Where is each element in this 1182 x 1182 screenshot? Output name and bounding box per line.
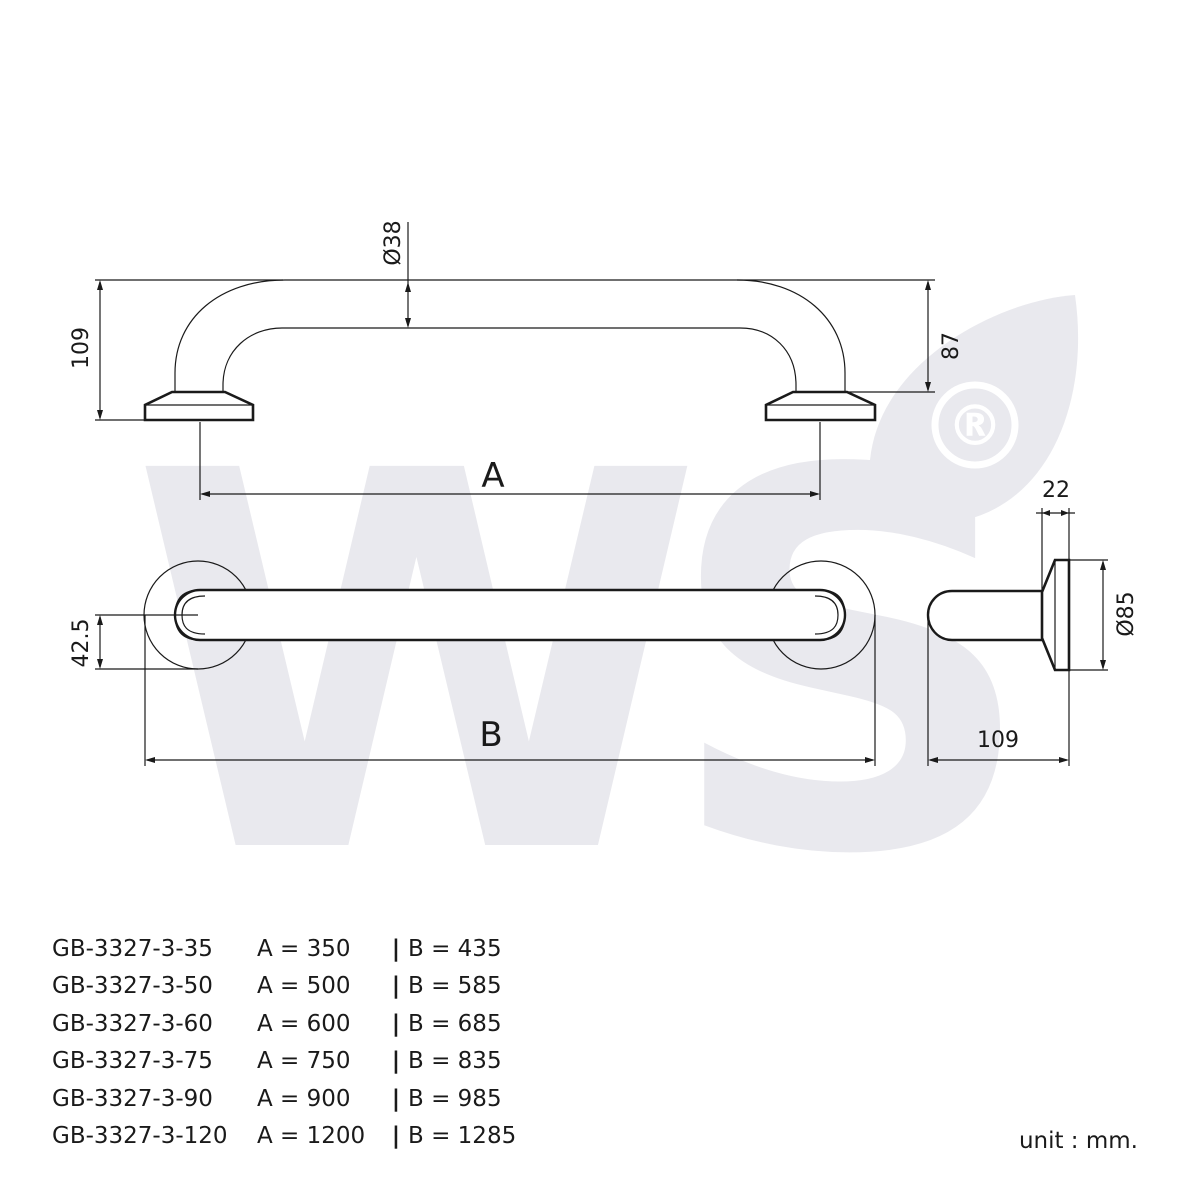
table-row: GB-3327-3-50 A = 500 | B = 585 (52, 968, 516, 1006)
dim-label-a: A (481, 456, 504, 496)
model-code: GB-3327-3-60 (52, 1010, 213, 1037)
dim-a-value: A = 750 (257, 1048, 351, 1075)
dim-85-arrow-top (1100, 560, 1106, 570)
dim-a-value: A = 350 (257, 935, 351, 962)
dim-38-arrow-bot (405, 318, 411, 328)
dim-b-arrow-left (145, 757, 155, 763)
separator: | (391, 1010, 401, 1037)
registered-mark: ® (947, 394, 1003, 459)
model-code: GB-3327-3-120 (52, 1123, 228, 1150)
separator: | (391, 935, 401, 962)
dim-a-value: A = 900 (257, 1085, 351, 1112)
dim-38-arrow-top (405, 282, 411, 292)
dim-b-value: B = 685 (408, 1010, 502, 1037)
dim-87-arrow-bot (925, 382, 931, 392)
separator: | (391, 1048, 401, 1075)
top-bar (173, 588, 847, 642)
dim-height-total: 109 (69, 327, 94, 369)
separator: | (391, 1085, 401, 1112)
dim-b-value: B = 835 (408, 1048, 502, 1075)
dim-22-arrow-right (1061, 510, 1069, 516)
table-row: GB-3327-3-35 A = 350 | B = 435 (52, 930, 516, 968)
front-view: 109 Ø38 87 A (69, 220, 964, 500)
dim-side-arrow-right (1059, 757, 1069, 763)
dim-flange-diameter: Ø85 (1114, 591, 1139, 636)
top-return-right (819, 589, 846, 641)
watermark-leaf-icon (869, 295, 1079, 523)
separator: | (391, 973, 401, 1000)
dim-425-arrow-bot (97, 659, 103, 669)
dim-a-arrow-right (810, 491, 820, 497)
dim-b-value: B = 1285 (408, 1123, 517, 1150)
dim-87-arrow-top (925, 280, 931, 290)
dim-flange-offset: 42.5 (69, 619, 94, 668)
model-code: GB-3327-3-50 (52, 973, 213, 1000)
dim-flange-thickness: 22 (1042, 478, 1070, 503)
dim-label-b: B (479, 715, 502, 755)
dim-side-depth: 109 (977, 728, 1019, 753)
dim-b-value: B = 435 (408, 935, 502, 962)
dim-b-value: B = 585 (408, 973, 502, 1000)
dim-a-value: A = 1200 (257, 1123, 366, 1150)
dim-a-arrow-left (200, 491, 210, 497)
dim-109-arrow-bot (97, 410, 103, 420)
front-bar-outer (174, 279, 846, 392)
dim-side-arrow-left (928, 757, 938, 763)
model-code: GB-3327-3-90 (52, 1085, 213, 1112)
table-row: GB-3327-3-90 A = 900 | B = 985 (52, 1080, 516, 1118)
table-row: GB-3327-3-60 A = 600 | B = 685 (52, 1005, 516, 1043)
registered-circle-icon (931, 381, 1019, 469)
side-tube (926, 589, 1042, 642)
dim-b-arrow-right (865, 757, 875, 763)
unit-label: unit : mm. (1018, 1128, 1138, 1154)
front-bar-inner (222, 327, 797, 392)
separator: | (391, 1123, 401, 1150)
top-return-right-inner (814, 595, 839, 635)
model-code: GB-3327-3-75 (52, 1048, 213, 1075)
dim-109-arrow-top (97, 280, 103, 290)
dim-height-inner: 87 (939, 332, 964, 360)
model-code: GB-3327-3-35 (52, 935, 213, 962)
front-flange-left (143, 390, 255, 422)
dim-diameter-tube: Ø38 (381, 220, 406, 265)
top-view: 42.5 B (69, 560, 876, 766)
watermark-logo: WS ® (130, 295, 1079, 968)
dim-85-arrow-bot (1100, 660, 1106, 670)
side-view: 22 Ø85 109 (926, 478, 1139, 766)
dim-425-arrow-top (97, 615, 103, 625)
dim-22-arrow-left (1042, 510, 1050, 516)
dim-a-value: A = 600 (257, 1010, 351, 1037)
table-row: GB-3327-3-120 A = 1200 | B = 1285 (52, 1118, 516, 1156)
table-row: GB-3327-3-75 A = 750 | B = 835 (52, 1043, 516, 1081)
front-flange-right (764, 390, 877, 422)
dim-a-value: A = 500 (257, 973, 351, 1000)
dim-b-value: B = 985 (408, 1085, 502, 1112)
